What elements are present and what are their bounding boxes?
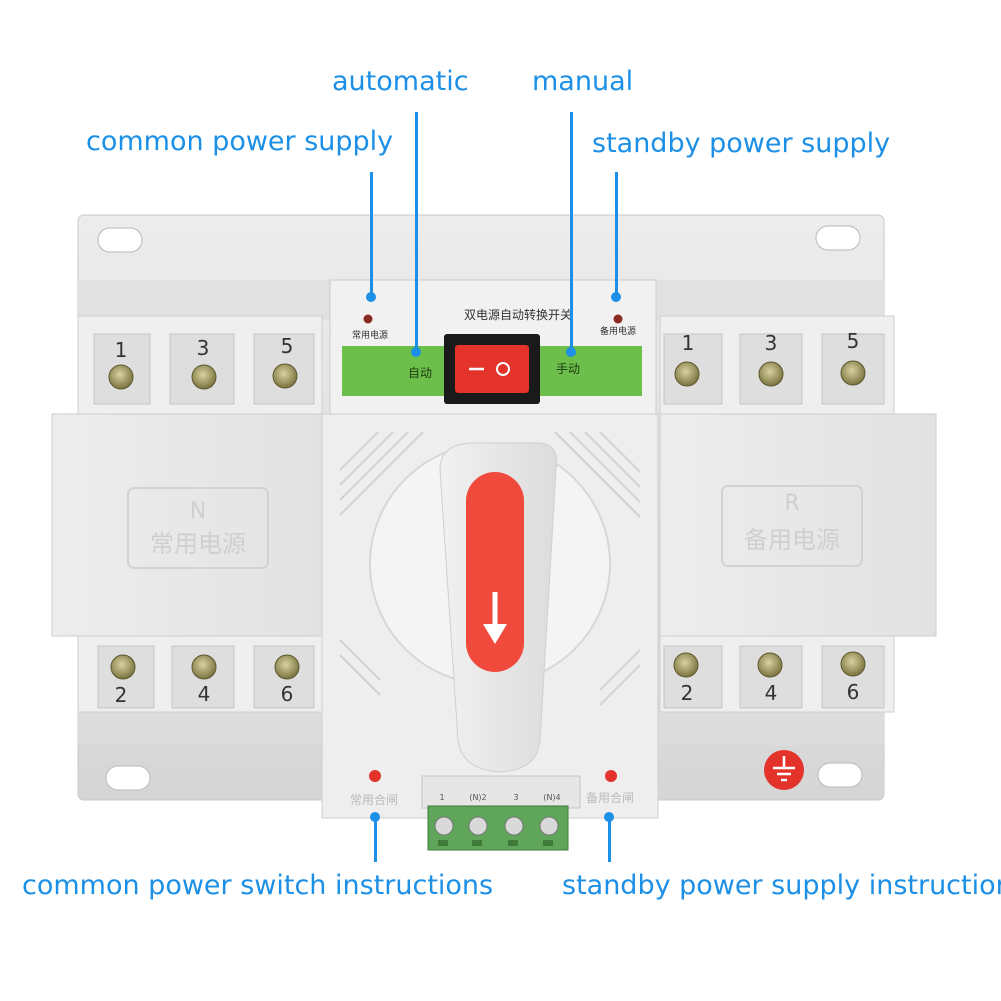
terminal-screw <box>840 360 866 386</box>
terminal-label-bottom-right-6: 6 <box>847 680 860 704</box>
ground-symbol-icon <box>764 750 804 790</box>
terminal-screw <box>191 364 217 390</box>
standby-instructions-leader-line <box>608 816 611 862</box>
automatic-callout: automatic <box>332 66 469 97</box>
common-module-letter: N <box>190 499 206 524</box>
common-power-supply-callout: common power supply <box>86 126 394 157</box>
arrow-down-icon <box>483 624 507 644</box>
standby-closed-label: 备用合闸 <box>586 790 634 805</box>
mounting-hole-top-left <box>97 227 143 253</box>
standby-power-supply-callout: standby power supply <box>592 128 891 159</box>
terminal-screw <box>673 652 699 678</box>
common-closed-label: 常用合闸 <box>350 792 398 807</box>
auto-label: 自动 <box>408 366 432 380</box>
common-supply-indicator-label: 常用电源 <box>352 329 388 341</box>
manual-callout: manual <box>532 66 634 97</box>
standby-supply-leader-dot <box>611 292 621 302</box>
terminal-screw <box>272 363 298 389</box>
standby-supply-indicator-label: 备用电源 <box>600 325 636 337</box>
manual-leader-dot <box>566 347 576 357</box>
terminal-screw <box>758 361 784 387</box>
standby-power-supply-instructions-callout: standby power supply instructions <box>562 870 1001 901</box>
standby-module-letter: R <box>784 491 799 516</box>
manual-leader-line <box>570 112 573 352</box>
terminal-label-bottom-left-4: 4 <box>198 682 211 706</box>
terminal-label-top-right-3: 3 <box>765 331 778 355</box>
standby-supply-leader-line <box>615 172 618 296</box>
handle-red-grip <box>466 472 524 672</box>
mounting-hole-bottom-left <box>105 765 151 791</box>
terminal-screw <box>191 654 217 680</box>
common-supply-module <box>51 413 329 637</box>
mounting-hole-top-right <box>815 225 861 251</box>
terminal-label-bottom-right-4: 4 <box>765 681 778 705</box>
mounting-hole-bottom-right <box>817 762 863 788</box>
terminal-screw <box>757 652 783 678</box>
common-closed-led <box>369 770 381 782</box>
terminal-label-top-left-5: 5 <box>281 334 294 358</box>
manual-label: 手动 <box>556 362 580 376</box>
terminal-label-top-left-1: 1 <box>115 338 128 362</box>
common-power-switch-instructions-callout: common power switch instructions <box>22 870 494 901</box>
common-switch-leader-line <box>374 816 377 862</box>
terminal-label-top-right-5: 5 <box>847 329 860 353</box>
block-label-n4: (N)4 <box>543 793 560 802</box>
common-supply-leader-line <box>370 172 373 296</box>
standby-closed-led <box>605 770 617 782</box>
terminal-label-top-right-1: 1 <box>682 331 695 355</box>
block-label-n2: (N)2 <box>469 793 486 802</box>
terminal-label-bottom-right-2: 2 <box>681 681 694 705</box>
terminal-screw <box>674 361 700 387</box>
terminal-label-bottom-left-2: 2 <box>115 683 128 707</box>
standby-module-name: 备用电源 <box>744 526 840 554</box>
common-module-name: 常用电源 <box>150 530 246 558</box>
automatic-leader-dot <box>411 347 421 357</box>
common-supply-leader-dot <box>366 292 376 302</box>
standby-supply-led <box>613 314 623 324</box>
automatic-leader-line <box>415 112 418 352</box>
block-label-3: 3 <box>513 793 518 802</box>
block-label-1: 1 <box>439 793 444 802</box>
common-supply-led <box>363 314 373 324</box>
terminal-label-bottom-left-6: 6 <box>281 682 294 706</box>
terminal-screw <box>110 654 136 680</box>
standby-supply-module <box>659 413 937 637</box>
terminal-screw <box>840 651 866 677</box>
terminal-label-top-left-3: 3 <box>197 336 210 360</box>
terminal-screw <box>274 654 300 680</box>
terminal-screw <box>108 364 134 390</box>
panel-title: 双电源自动转换开关 <box>464 307 572 322</box>
